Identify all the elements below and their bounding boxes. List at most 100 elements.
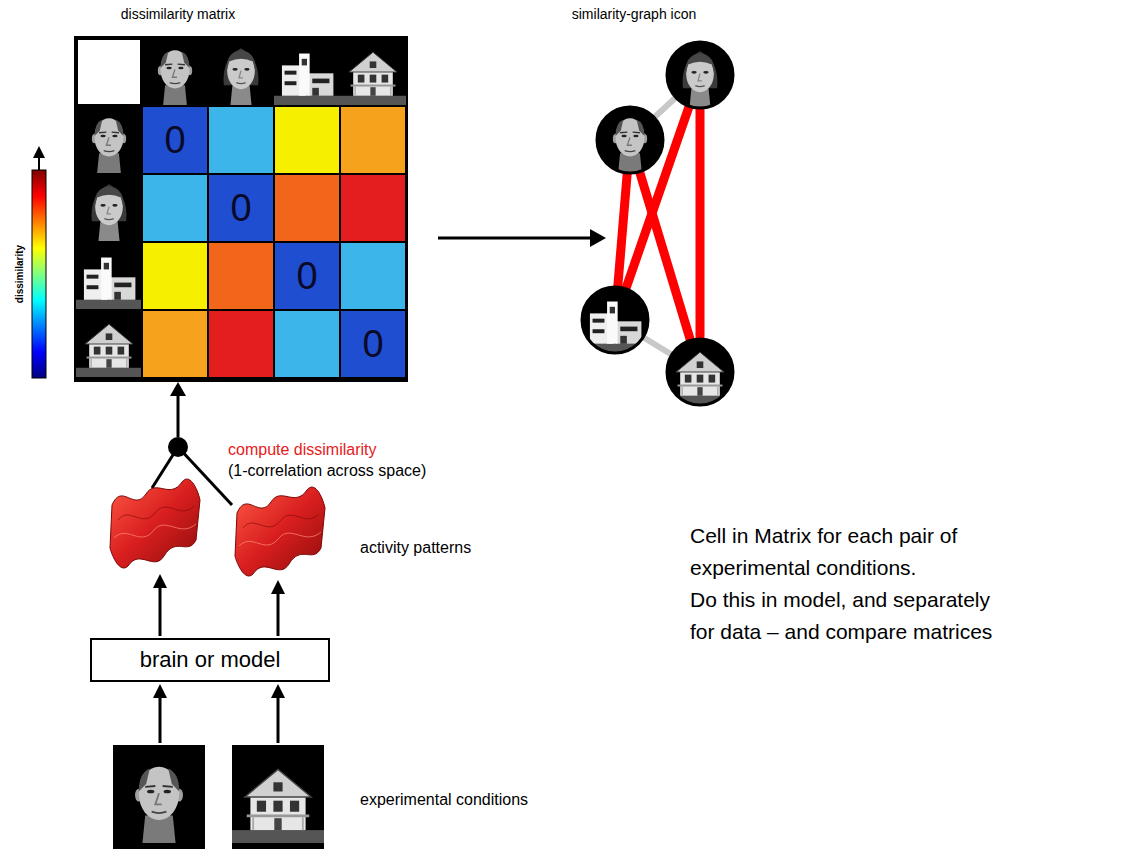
colorbar-part — [33, 146, 45, 158]
similarity-graph-part — [597, 107, 663, 173]
pipeline-arrows-part — [159, 586, 162, 636]
pipeline-arrows-part — [159, 696, 162, 743]
note-text: Cell in Matrix for each pair of experime… — [690, 520, 1006, 584]
row-label: experimental conditions — [360, 791, 528, 808]
pipeline-arrows-part — [271, 580, 285, 594]
matrix-to-graph-arrow-part — [590, 229, 606, 247]
dissimilarity-computation-part — [168, 437, 188, 457]
similarity-graph — [582, 42, 733, 405]
colorbar-part — [32, 170, 46, 378]
dissimilarity-matrix-part — [76, 107, 142, 173]
note-text: Do this in model, and separately for dat… — [690, 588, 992, 643]
step-note: (1-correlation across space) — [228, 461, 426, 480]
similarity-graph-part — [582, 287, 648, 353]
stimulus-images-part — [232, 751, 324, 843]
matrix-cell-value: 0 — [362, 323, 383, 365]
dissimilarity-matrix-part-part — [142, 106, 208, 174]
dissimilarity-matrix-part-part — [208, 310, 274, 378]
dissimilarity-matrix-part-part — [274, 174, 340, 242]
dissimilarity-matrix-part — [76, 175, 142, 241]
panel-title: similarity-graph icon — [572, 6, 696, 23]
activity-pattern-surfaces-part — [239, 532, 321, 546]
similarity-graph-part-part — [667, 339, 733, 405]
dissimilarity-matrix-part — [76, 243, 142, 309]
dissimilarity-matrix-part-part — [274, 106, 340, 174]
dissimilarity-matrix-part-part — [142, 310, 208, 378]
pipeline-arrows-part — [277, 696, 280, 743]
similarity-graph-part — [667, 42, 733, 108]
matrix-cell-value: 0 — [164, 119, 185, 161]
dissimilarity-matrix-part — [78, 40, 140, 104]
similarity-graph-part — [667, 339, 733, 405]
dissimilarity-computation-part — [177, 392, 180, 437]
dissimilarity-matrix-part-part — [208, 106, 274, 174]
dissimilarity-matrix-part — [142, 106, 406, 378]
pipeline-arrows-part — [153, 684, 167, 698]
dissimilarity-matrix-part-part — [208, 174, 274, 242]
process-box: brain or model — [90, 638, 330, 682]
activity-pattern-surfaces-part — [118, 506, 194, 520]
dissimilarity-matrix-part-part — [208, 242, 274, 310]
dissimilarity-matrix-part — [74, 36, 408, 382]
pipeline-arrows-part — [277, 592, 280, 636]
colorbar-part — [38, 156, 40, 170]
panel-title: dissimilarity matrix — [121, 6, 235, 22]
similarity-graph-part — [597, 107, 663, 173]
row-label: activity patterns — [360, 539, 471, 556]
stimulus-images-part — [232, 745, 324, 849]
dissimilarity-matrix — [74, 36, 408, 382]
matrix-to-graph-arrow-part — [438, 237, 592, 240]
colorbar-label: dissimilarity — [14, 245, 25, 303]
pipeline-arrows-part — [271, 684, 285, 698]
similarity-graph-part-part — [582, 287, 648, 353]
dissimilarity-matrix-part-part — [340, 106, 406, 174]
panel-title: dissimilarity matrix — [121, 6, 235, 23]
activity-pattern-surfaces-part — [114, 524, 196, 538]
dissimilarity-matrix-part-part — [142, 174, 208, 242]
note-text: Do this in model, and separately for dat… — [690, 584, 1006, 648]
similarity-graph-part — [582, 287, 648, 353]
similarity-graph-part-part — [582, 287, 648, 353]
dissimilarity-matrix-part — [142, 39, 208, 105]
matrix-cell-value: 0 — [164, 117, 185, 163]
colorbar — [32, 146, 46, 378]
row-label: activity patterns — [360, 538, 471, 557]
matrix-to-graph-arrow — [438, 229, 606, 247]
activity-pattern-surfaces-part — [243, 514, 319, 528]
stimulus-images-part — [113, 751, 205, 843]
row-label: experimental conditions — [360, 790, 528, 809]
panel-title: similarity-graph icon — [572, 6, 696, 22]
dissimilarity-matrix-part-part — [340, 242, 406, 310]
dissimilarity-matrix-part-part — [142, 242, 208, 310]
dissimilarity-matrix-part — [76, 311, 142, 377]
step-label: compute dissimilarity — [228, 440, 376, 459]
dissimilarity-computation-part — [170, 382, 186, 396]
activity-pattern-surfaces-part — [110, 479, 200, 568]
step-note: (1-correlation across space) — [228, 462, 426, 479]
dissimilarity-matrix-part-part — [340, 174, 406, 242]
similarity-graph-part-part — [597, 107, 663, 173]
dissimilarity-matrix-part — [340, 39, 406, 105]
activity-pattern-surfaces-part — [235, 487, 325, 576]
similarity-graph-part-part — [667, 339, 733, 405]
matrix-cell-value: 0 — [230, 187, 251, 229]
dissimilarity-matrix-part — [208, 39, 274, 105]
dissimilarity-matrix-part-part — [274, 242, 340, 310]
dissimilarity-matrix-part — [274, 39, 340, 105]
similarity-graph-part-part — [597, 107, 663, 173]
activity-pattern-surfaces — [110, 479, 325, 576]
step-label: compute dissimilarity — [228, 441, 376, 458]
similarity-graph-part — [667, 339, 733, 405]
matrix-cell-value: 0 — [362, 321, 383, 367]
box-label: brain or model — [140, 647, 281, 673]
dissimilarity-matrix-part-part — [340, 310, 406, 378]
note-text: Cell in Matrix for each pair of experime… — [690, 524, 957, 579]
stimulus-images — [113, 745, 324, 849]
colorbar-label: dissimilarity — [14, 245, 26, 303]
similarity-graph-part-part — [667, 42, 733, 108]
stimulus-images-part — [113, 745, 205, 849]
dissimilarity-matrix-part-part — [274, 310, 340, 378]
similarity-graph-part — [696, 75, 705, 372]
pipeline-arrows-part — [153, 574, 167, 588]
